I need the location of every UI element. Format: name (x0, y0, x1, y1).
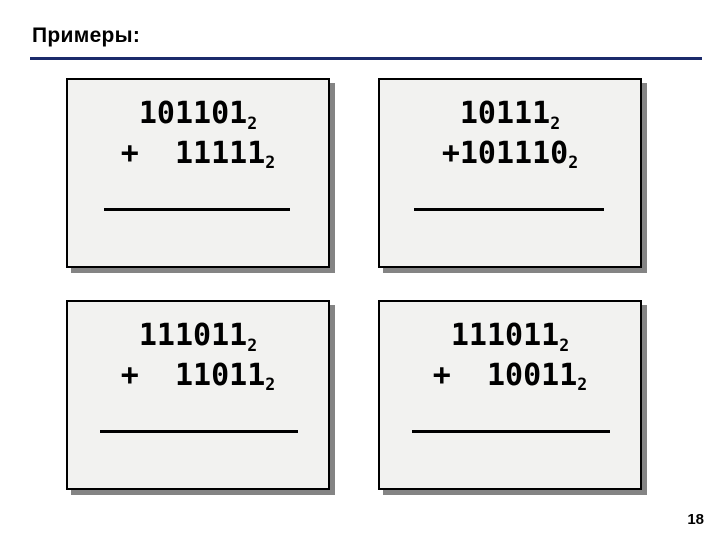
example-4-operand2-line: + 100112 (432, 357, 588, 395)
example-3-operand1-subscript: 2 (247, 335, 258, 355)
title-divider (30, 57, 702, 60)
example-box-1: 1011012 + 111112 (66, 78, 330, 268)
page-title: Примеры: (32, 24, 141, 47)
example-1-sum-rule (104, 208, 290, 211)
example-1-operand1-line: 1011012 (138, 96, 258, 133)
example-1-operand1-subscript: 2 (247, 113, 258, 133)
example-2-operand2-line: +1011102 (441, 135, 579, 173)
example-4-calculation: 1110112 + 100112 (380, 316, 640, 395)
example-1-operand2-subscript: 2 (265, 153, 276, 173)
example-3-operand2-subscript: 2 (265, 375, 276, 395)
example-3-sum-rule (100, 430, 298, 433)
example-box-3: 1110112 + 110112 (66, 300, 330, 490)
example-2-operand2-subscript: 2 (568, 153, 579, 173)
example-2-calculation: 101112 +1011102 (380, 94, 640, 173)
example-box-4: 1110112 + 100112 (378, 300, 642, 490)
example-2-operand1-line: 101112 (459, 96, 561, 133)
example-1-calculation: 1011012 + 111112 (68, 94, 328, 173)
example-3-calculation: 1110112 + 110112 (68, 316, 328, 395)
page-number: 18 (687, 511, 704, 528)
example-4-operand1-line: 1110112 (450, 318, 570, 355)
example-2-sum-rule (414, 208, 604, 211)
example-4-sum-rule (412, 430, 610, 433)
example-box-2: 101112 +1011102 (378, 78, 642, 268)
example-1-operand2-line: + 111112 (120, 135, 276, 173)
example-4-operand1-subscript: 2 (559, 335, 570, 355)
example-2-operand1-subscript: 2 (550, 113, 561, 133)
example-3-operand1-line: 1110112 (138, 318, 258, 355)
example-4-operand2-subscript: 2 (577, 375, 588, 395)
example-3-operand2-line: + 110112 (120, 357, 276, 395)
